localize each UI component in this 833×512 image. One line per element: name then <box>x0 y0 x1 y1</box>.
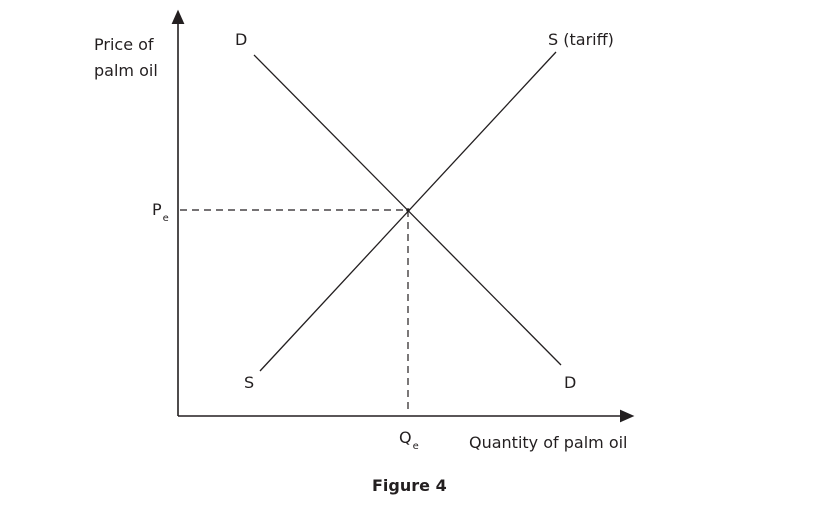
x-axis-label: Quantity of palm oil <box>469 433 628 452</box>
y-axis-label-line2: palm oil <box>94 61 158 80</box>
supply-label-top: S (tariff) <box>548 30 614 49</box>
equilibrium-quantity-label: Qe <box>399 428 419 452</box>
demand-label-bottom: D <box>564 373 577 392</box>
figure-caption: Figure 4 <box>372 476 447 495</box>
y-axis-label-line1: Price of <box>94 35 154 54</box>
supply-label-bottom: S <box>244 373 255 392</box>
equilibrium-price-label: Pe <box>152 200 169 224</box>
demand-label-top: D <box>235 30 248 49</box>
equilibrium-point <box>406 208 410 212</box>
